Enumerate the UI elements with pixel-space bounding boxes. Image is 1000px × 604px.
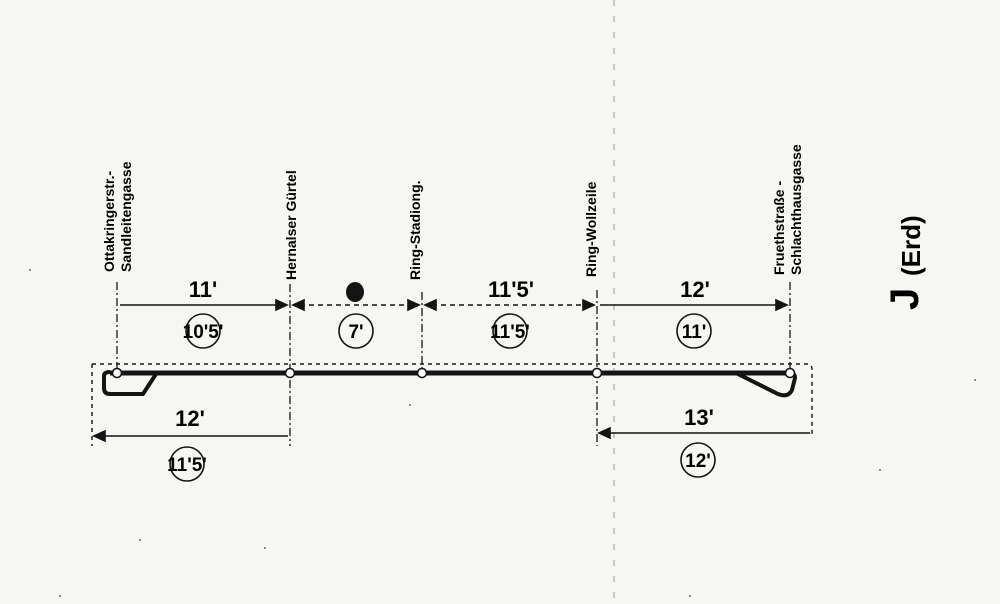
circled-time-ring [185,313,221,349]
outbound-segment-1 [120,298,289,312]
segment-time-circled: 10'5' [183,322,224,343]
stop-marker [784,367,796,379]
stop-marker [591,367,603,379]
stop-label-3: Ring-Stadiong. [407,180,423,280]
segment-time-circled: 7' [348,322,363,343]
segment-time: 11'5' [488,277,534,302]
segment-time: 11' [189,277,218,302]
route-outline [91,363,813,446]
stop-labels: Ottakringerstr.- Sandleitengasse Hernals… [101,144,804,280]
stop-label-1b: Sandleitengasse [118,161,134,272]
circled-time-ring [492,313,528,349]
outbound-segment-2 [291,298,421,312]
circled-time-ring [169,446,205,482]
circled-time-ring [338,313,374,349]
segment-time: 13' [684,405,714,430]
stop-label-2: Hernalser Gürtel [283,170,299,280]
segment-time: 12' [175,406,205,431]
outbound-segment-4 [600,298,789,312]
inbound-segment-2 [597,426,810,440]
stop-markers [111,367,796,379]
segment-time: 12' [680,277,710,302]
stop-guides [116,282,791,446]
stop-marker [284,367,296,379]
inbound-segment-1 [92,429,288,443]
segment-time-circled: 11' [682,322,707,343]
circled-time-ring [680,442,716,478]
circled-time-ring [676,313,712,349]
stop-label-5b: Schlachthausgasse [788,144,804,275]
stop-marker [111,367,123,379]
stop-label-5: Fruethstraße - [771,181,787,275]
ink-blot [346,282,364,302]
segment-time-circled: 11'5' [490,322,530,343]
stop-label-4: Ring-Wollzeile [583,181,599,277]
outbound-segment-3 [423,298,596,312]
left-terminal-loop [102,370,158,396]
route-subtitle: (Erd) [896,215,926,276]
route-letter: J [883,288,927,310]
segment-time-circled: 12' [685,451,711,472]
stop-label-1: Ottakringerstr.- [101,171,117,272]
segment-time-circled: 11'5' [167,455,207,476]
paper-specks [29,269,976,597]
stop-marker [416,367,428,379]
